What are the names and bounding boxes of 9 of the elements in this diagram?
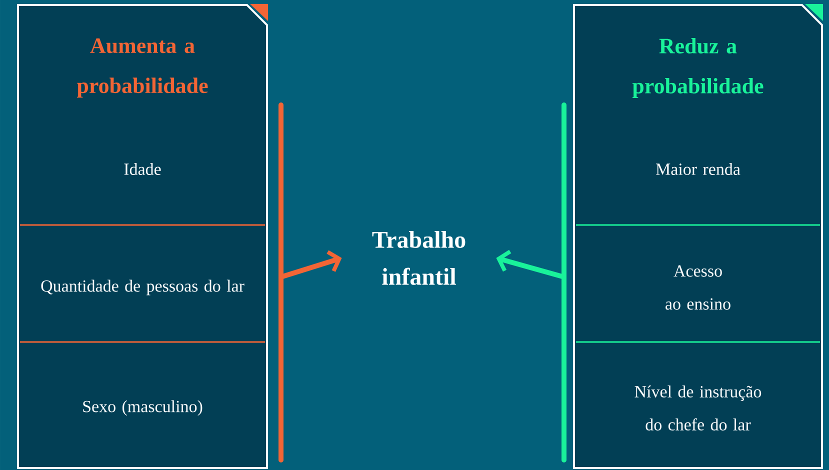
factor-text: Sexo (masculino) — [83, 400, 202, 416]
factor-text: Maior renda — [656, 163, 740, 175]
factor-text: Idade — [124, 163, 161, 175]
factor-text: Quantidade de pessoas do lar — [41, 280, 244, 296]
factor-text: Acesso ao ensino — [666, 265, 730, 310]
bracket-arrow — [496, 102, 566, 462]
factor-text: Nível de instrução do chefe do lar — [634, 386, 762, 430]
outcome-text: Trabalho infantil — [372, 231, 466, 285]
bracket-arrow — [278, 102, 342, 462]
